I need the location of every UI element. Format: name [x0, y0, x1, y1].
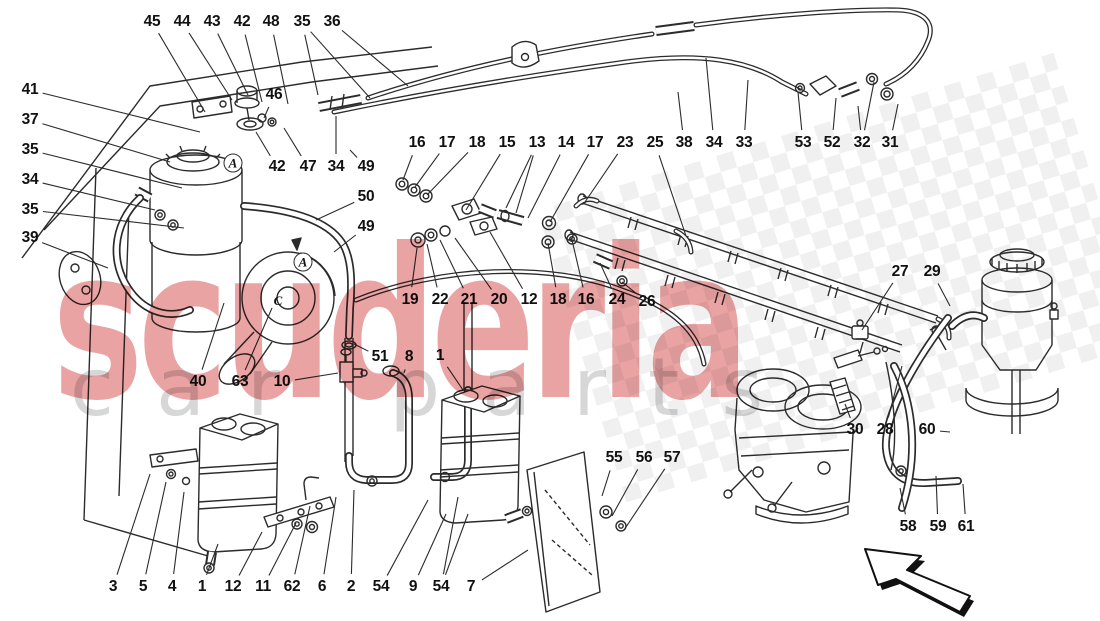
callout-6: 6 — [317, 578, 327, 595]
callout-37: 37 — [21, 111, 39, 128]
letter-marker-C: C — [273, 293, 283, 308]
callout-1: 1 — [435, 347, 445, 364]
callout-55: 55 — [605, 449, 623, 466]
callout-10: 10 — [273, 373, 291, 390]
callout-7: 7 — [466, 578, 476, 595]
callout-3: 3 — [108, 578, 118, 595]
callout-42: 42 — [268, 158, 286, 175]
callout-17: 17 — [438, 134, 456, 151]
callout-16: 16 — [577, 291, 595, 308]
direction-arrow — [864, 548, 974, 617]
callout-57: 57 — [663, 449, 681, 466]
callout-54: 54 — [372, 578, 390, 595]
callout-8: 8 — [404, 348, 414, 365]
callout-43: 43 — [203, 13, 221, 30]
callout-49: 49 — [357, 218, 375, 235]
callout-47: 47 — [299, 158, 317, 175]
callout-60: 60 — [918, 421, 936, 438]
callout-20: 20 — [490, 291, 508, 308]
callout-12: 12 — [224, 578, 242, 595]
callout-40: 40 — [189, 373, 207, 390]
callout-35: 35 — [21, 141, 39, 158]
callout-61: 61 — [957, 518, 975, 535]
callout-46: 46 — [265, 86, 283, 103]
callout-5: 5 — [138, 578, 148, 595]
callout-22: 22 — [431, 291, 449, 308]
callout-30: 30 — [846, 421, 864, 438]
callout-31: 31 — [881, 134, 899, 151]
callout-2: 2 — [346, 578, 356, 595]
callout-4: 4 — [167, 578, 177, 595]
callout-32: 32 — [853, 134, 871, 151]
callout-52: 52 — [823, 134, 841, 151]
callout-34: 34 — [21, 171, 39, 188]
callout-26: 26 — [638, 293, 656, 310]
callout-9: 9 — [408, 578, 418, 595]
callout-27: 27 — [891, 263, 909, 280]
callout-49: 49 — [357, 158, 375, 175]
callout-44: 44 — [173, 13, 191, 30]
callout-14: 14 — [557, 134, 575, 151]
callout-53: 53 — [794, 134, 812, 151]
callout-34: 34 — [327, 158, 345, 175]
callout-23: 23 — [616, 134, 634, 151]
callout-33: 33 — [735, 134, 753, 151]
callout-38: 38 — [675, 134, 693, 151]
callout-50: 50 — [357, 188, 375, 205]
callout-25: 25 — [646, 134, 664, 151]
callout-18: 18 — [549, 291, 567, 308]
callout-18: 18 — [468, 134, 486, 151]
callout-58: 58 — [899, 518, 917, 535]
callout-17: 17 — [586, 134, 604, 151]
callout-13: 13 — [528, 134, 546, 151]
callout-24: 24 — [608, 291, 626, 308]
callout-41: 41 — [21, 81, 39, 98]
callout-34: 34 — [705, 134, 723, 151]
callout-54: 54 — [432, 578, 450, 595]
callout-28: 28 — [876, 421, 894, 438]
circled-letter-A: A — [223, 153, 243, 173]
callout-16: 16 — [408, 134, 426, 151]
callout-51: 51 — [371, 348, 389, 365]
callout-36: 36 — [323, 13, 341, 30]
callout-35: 35 — [293, 13, 311, 30]
callout-62: 62 — [283, 578, 301, 595]
callout-15: 15 — [498, 134, 516, 151]
callout-63: 63 — [231, 373, 249, 390]
callout-45: 45 — [143, 13, 161, 30]
callout-29: 29 — [923, 263, 941, 280]
callout-39: 39 — [21, 229, 39, 246]
callout-56: 56 — [635, 449, 653, 466]
circled-letter-A: A — [293, 252, 313, 272]
callout-35: 35 — [21, 201, 39, 218]
callout-1: 1 — [197, 578, 207, 595]
callout-59: 59 — [929, 518, 947, 535]
callout-21: 21 — [460, 291, 478, 308]
callout-48: 48 — [262, 13, 280, 30]
callout-12: 12 — [520, 291, 538, 308]
callout-11: 11 — [255, 578, 271, 595]
callout-42: 42 — [233, 13, 251, 30]
callout-19: 19 — [401, 291, 419, 308]
